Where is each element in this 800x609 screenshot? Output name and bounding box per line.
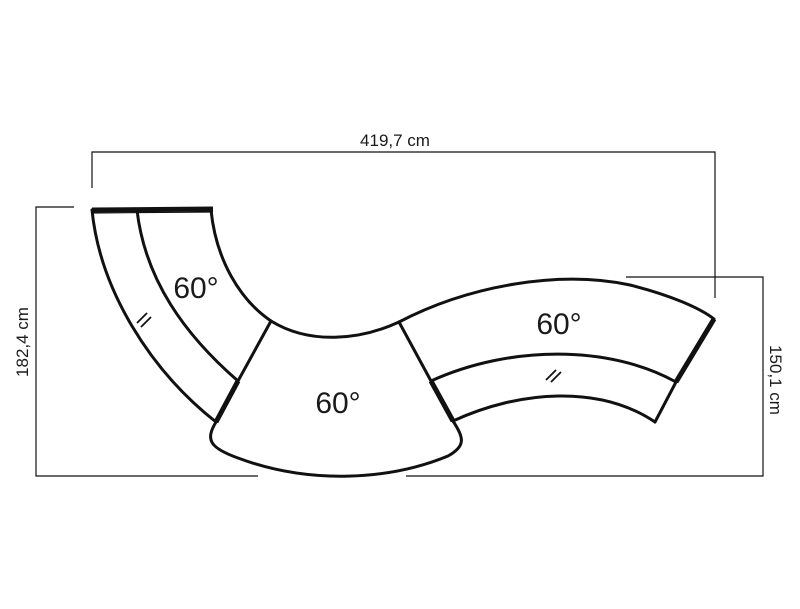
left-backrest-marker-icon xyxy=(136,312,152,328)
center-module-front-edge xyxy=(209,419,463,478)
center-module-back-edge xyxy=(269,319,401,339)
right-backrest-marker-icon xyxy=(545,369,562,383)
left-module-outer-edge xyxy=(90,208,218,424)
right-module-seat-edge xyxy=(451,394,657,424)
right-height-dimension-line xyxy=(406,276,764,477)
right-height-dimension-label: 150,1 cm xyxy=(766,345,785,415)
right-module-backrest-edge xyxy=(429,352,678,384)
left-height-dimension-label: 182,4 cm xyxy=(13,307,32,377)
left-module-end-joint xyxy=(91,206,214,213)
center-right-seat-joint xyxy=(397,320,433,383)
left-height-dimension-line xyxy=(35,206,258,477)
right-module-end-seat-joint xyxy=(653,380,678,424)
center-module xyxy=(209,319,463,478)
center-right-joint xyxy=(428,379,456,423)
left-center-seat-joint xyxy=(236,319,273,383)
right-curved-module xyxy=(397,277,717,424)
left-module-seat-edge xyxy=(209,208,273,323)
right-module-angle-label: 60° xyxy=(536,308,581,341)
left-center-joint xyxy=(213,379,241,424)
right-module-end-joint xyxy=(673,317,717,384)
center-module-angle-label: 60° xyxy=(315,387,360,420)
left-module-backrest-edge xyxy=(135,208,240,383)
dimension-lines xyxy=(35,151,764,477)
left-module-end-joint-line xyxy=(91,211,214,214)
width-dimension-label: 419,7 cm xyxy=(360,131,430,150)
left-curved-module xyxy=(90,206,273,424)
right-module-outer-edge xyxy=(397,277,716,324)
left-module-angle-label: 60° xyxy=(173,272,218,305)
width-dimension-line xyxy=(91,151,716,298)
